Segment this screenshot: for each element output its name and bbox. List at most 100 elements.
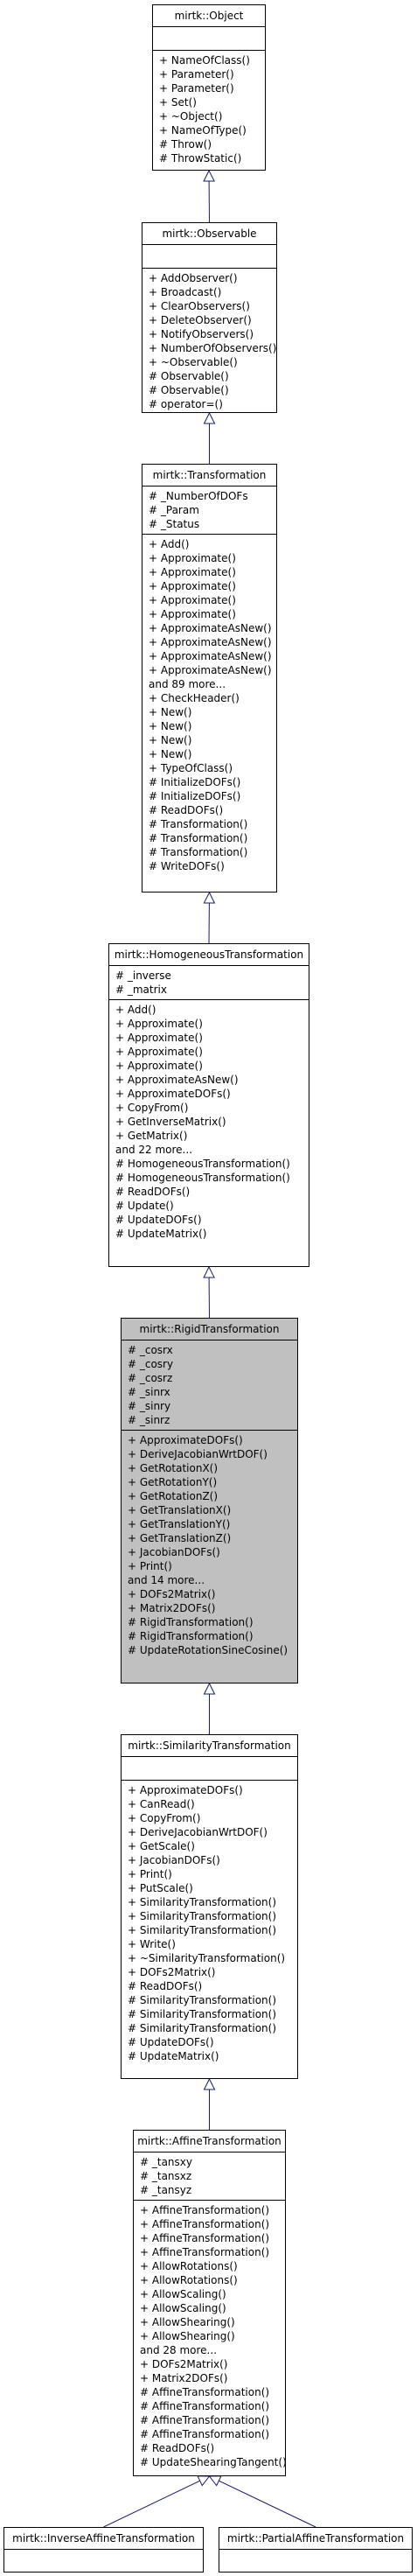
class-method: # Transformation() bbox=[149, 832, 248, 844]
class-method: + AllowScaling() bbox=[140, 2302, 226, 2314]
class-method: + ApproximateDOFs() bbox=[128, 1784, 243, 1796]
class-method: + New() bbox=[149, 748, 192, 760]
class-method: # SimilarityTransformation() bbox=[128, 2008, 276, 2020]
class-attribute: # _matrix bbox=[115, 984, 167, 996]
class-method: + Approximate() bbox=[149, 594, 236, 606]
class-box-homogeneous-transformation[interactable]: mirtk::HomogeneousTransformation # _inve… bbox=[108, 943, 309, 1267]
class-method: + Approximate() bbox=[115, 1060, 203, 1072]
class-attribute: # _NumberOfDOFs bbox=[149, 490, 248, 502]
class-method: # Observable() bbox=[149, 370, 229, 382]
class-title: mirtk::InverseAffineTransformation bbox=[4, 2528, 203, 2550]
class-method: # HomogeneousTransformation() bbox=[115, 1172, 290, 1184]
class-method: # Throw() bbox=[159, 138, 212, 150]
methods-section: + AffineTransformation() + AffineTransfor… bbox=[134, 2200, 287, 2472]
class-method: # RigidTransformation() bbox=[128, 1616, 254, 1628]
class-method: + Approximate() bbox=[115, 1018, 203, 1030]
class-method: + Print() bbox=[128, 1560, 172, 1572]
class-title: mirtk::PartialAffineTransformation bbox=[219, 2528, 412, 2550]
class-method: + CanRead() bbox=[128, 1798, 195, 1810]
class-method: # UpdateDOFs() bbox=[128, 2036, 214, 2048]
class-method: + DOFs2Matrix() bbox=[128, 1588, 216, 1600]
class-method: # ReadDOFs() bbox=[115, 1186, 191, 1198]
class-method: + Approximate() bbox=[149, 566, 236, 578]
edge-inverse-affine-to-affine bbox=[103, 2475, 211, 2528]
class-method: # AffineTransformation() bbox=[140, 2386, 270, 2398]
attributes-section: # _cosrx# _cosry# _cosrz# _sinrx# _sinry… bbox=[122, 1340, 297, 1430]
class-attribute: # _tansxy bbox=[140, 2156, 192, 2168]
class-method: + AllowRotations() bbox=[140, 2260, 238, 2272]
attributes-section bbox=[122, 1757, 297, 1780]
class-method: # UpdateMatrix() bbox=[115, 1228, 207, 1240]
class-method: + Approximate() bbox=[115, 1032, 203, 1044]
inheritance-arrowhead bbox=[203, 1682, 216, 1695]
class-method: + AllowRotations() bbox=[140, 2274, 238, 2286]
class-method: # Transformation() bbox=[149, 846, 248, 858]
class-method: + New() bbox=[149, 706, 192, 718]
class-method: # HomogeneousTransformation() bbox=[115, 1158, 290, 1170]
class-box-observable[interactable]: mirtk::Observable + AddObserver()+ Broad… bbox=[142, 222, 277, 413]
class-method: + CopyFrom() bbox=[115, 1102, 189, 1114]
class-method: + Add() bbox=[115, 1004, 156, 1016]
class-method: + Matrix2DOFs() bbox=[140, 2372, 228, 2384]
class-title: mirtk::RigidTransformation bbox=[122, 1319, 297, 1340]
class-method: + NameOfClass() bbox=[159, 54, 250, 66]
class-box-similarity-transformation[interactable]: mirtk::SimilarityTransformation + Approx… bbox=[121, 1734, 298, 2079]
edge-rigid-to-homogeneous bbox=[203, 1265, 215, 1319]
class-method: # ThrowStatic() bbox=[159, 152, 242, 164]
class-method: # ReadDOFs() bbox=[149, 804, 224, 816]
inheritance-arrowhead bbox=[203, 411, 216, 424]
class-box-object[interactable]: mirtk::Object + NameOfClass()+ Parameter… bbox=[152, 4, 266, 171]
class-method: + ~SimilarityTransformation() bbox=[128, 1952, 286, 1964]
class-title: mirtk::Transformation bbox=[142, 465, 276, 486]
class-method: + JacobianDOFs() bbox=[128, 1854, 220, 1866]
class-method: + Approximate() bbox=[149, 608, 236, 620]
class-method: + ApproximateAsNew() bbox=[149, 636, 272, 648]
class-method: + ApproximateAsNew() bbox=[149, 664, 272, 676]
class-method: # AffineTransformation() bbox=[140, 2414, 270, 2426]
class-method: # UpdateDOFs() bbox=[115, 1214, 202, 1226]
class-method: and 14 more... bbox=[128, 1574, 205, 1586]
class-method: # ReadDOFs() bbox=[128, 1980, 203, 1992]
class-attribute: # _tansyz bbox=[140, 2184, 192, 2196]
class-method: + Add() bbox=[149, 538, 190, 550]
class-method: + GetTranslationZ() bbox=[128, 1532, 232, 1544]
class-method: + GetRotationZ() bbox=[128, 1490, 219, 1502]
class-method: + Parameter() bbox=[159, 82, 234, 94]
class-method: + AffineTransformation() bbox=[140, 2204, 270, 2216]
class-box-transformation[interactable]: mirtk::Transformation # _NumberOfDOFs# _… bbox=[142, 464, 277, 892]
class-method: # operator=() bbox=[149, 398, 223, 410]
attributes-section bbox=[4, 2550, 203, 2572]
attributes-section bbox=[142, 245, 276, 268]
class-attribute: # _Param bbox=[149, 504, 199, 516]
edge-partial-affine-to-affine bbox=[208, 2475, 316, 2528]
class-method: + NumberOfObservers() bbox=[149, 342, 277, 354]
class-method: + ClearObservers() bbox=[149, 300, 250, 312]
attributes-section bbox=[219, 2550, 412, 2572]
class-attribute: # _sinry bbox=[128, 1400, 171, 1412]
inheritance-arrowhead bbox=[203, 169, 215, 182]
class-box-rigid-transformation[interactable]: mirtk::RigidTransformation # _cosrx# _co… bbox=[121, 1318, 298, 1684]
class-method: # WriteDOFs() bbox=[149, 860, 225, 872]
class-method: + Parameter() bbox=[159, 68, 234, 80]
class-method: and 28 more... bbox=[140, 2344, 218, 2356]
class-method: + TypeOfClass() bbox=[149, 762, 233, 774]
class-method: + AddObserver() bbox=[149, 272, 238, 284]
class-method: + AffineTransformation() bbox=[140, 2218, 270, 2230]
class-attribute: # _cosrz bbox=[128, 1372, 173, 1384]
class-method: + AllowShearing() bbox=[140, 2316, 235, 2328]
class-method: + CopyFrom() bbox=[128, 1812, 201, 1824]
attributes-section: # _tansxy# _tansxz# _tansyz bbox=[134, 2152, 285, 2200]
class-method: + AllowScaling() bbox=[140, 2288, 226, 2300]
inheritance-line bbox=[103, 2480, 200, 2528]
class-method: # ReadDOFs() bbox=[140, 2442, 215, 2454]
methods-section: + Add() + Approximate() + Approximate() + A… bbox=[142, 534, 276, 876]
class-method: + ~Object() bbox=[159, 110, 223, 122]
class-method: # UpdateShearingTangent() bbox=[140, 2456, 287, 2468]
inheritance-arrowhead bbox=[203, 1265, 215, 1278]
class-method: + GetInverseMatrix() bbox=[115, 1116, 226, 1128]
class-box-partial-affine-transformation[interactable]: mirtk::PartialAffineTransformation + Has… bbox=[219, 2527, 413, 2572]
class-method: # InitializeDOFs() bbox=[149, 790, 241, 802]
methods-section: + ApproximateDOFs()+ DeriveJacobianWrtDO… bbox=[122, 1430, 297, 1660]
class-box-inverse-affine-transformation[interactable]: mirtk::InverseAffineTransformation + Has… bbox=[3, 2527, 204, 2572]
class-box-affine-transformation[interactable]: mirtk::AffineTransformation # _tansxy# _… bbox=[133, 2130, 287, 2476]
